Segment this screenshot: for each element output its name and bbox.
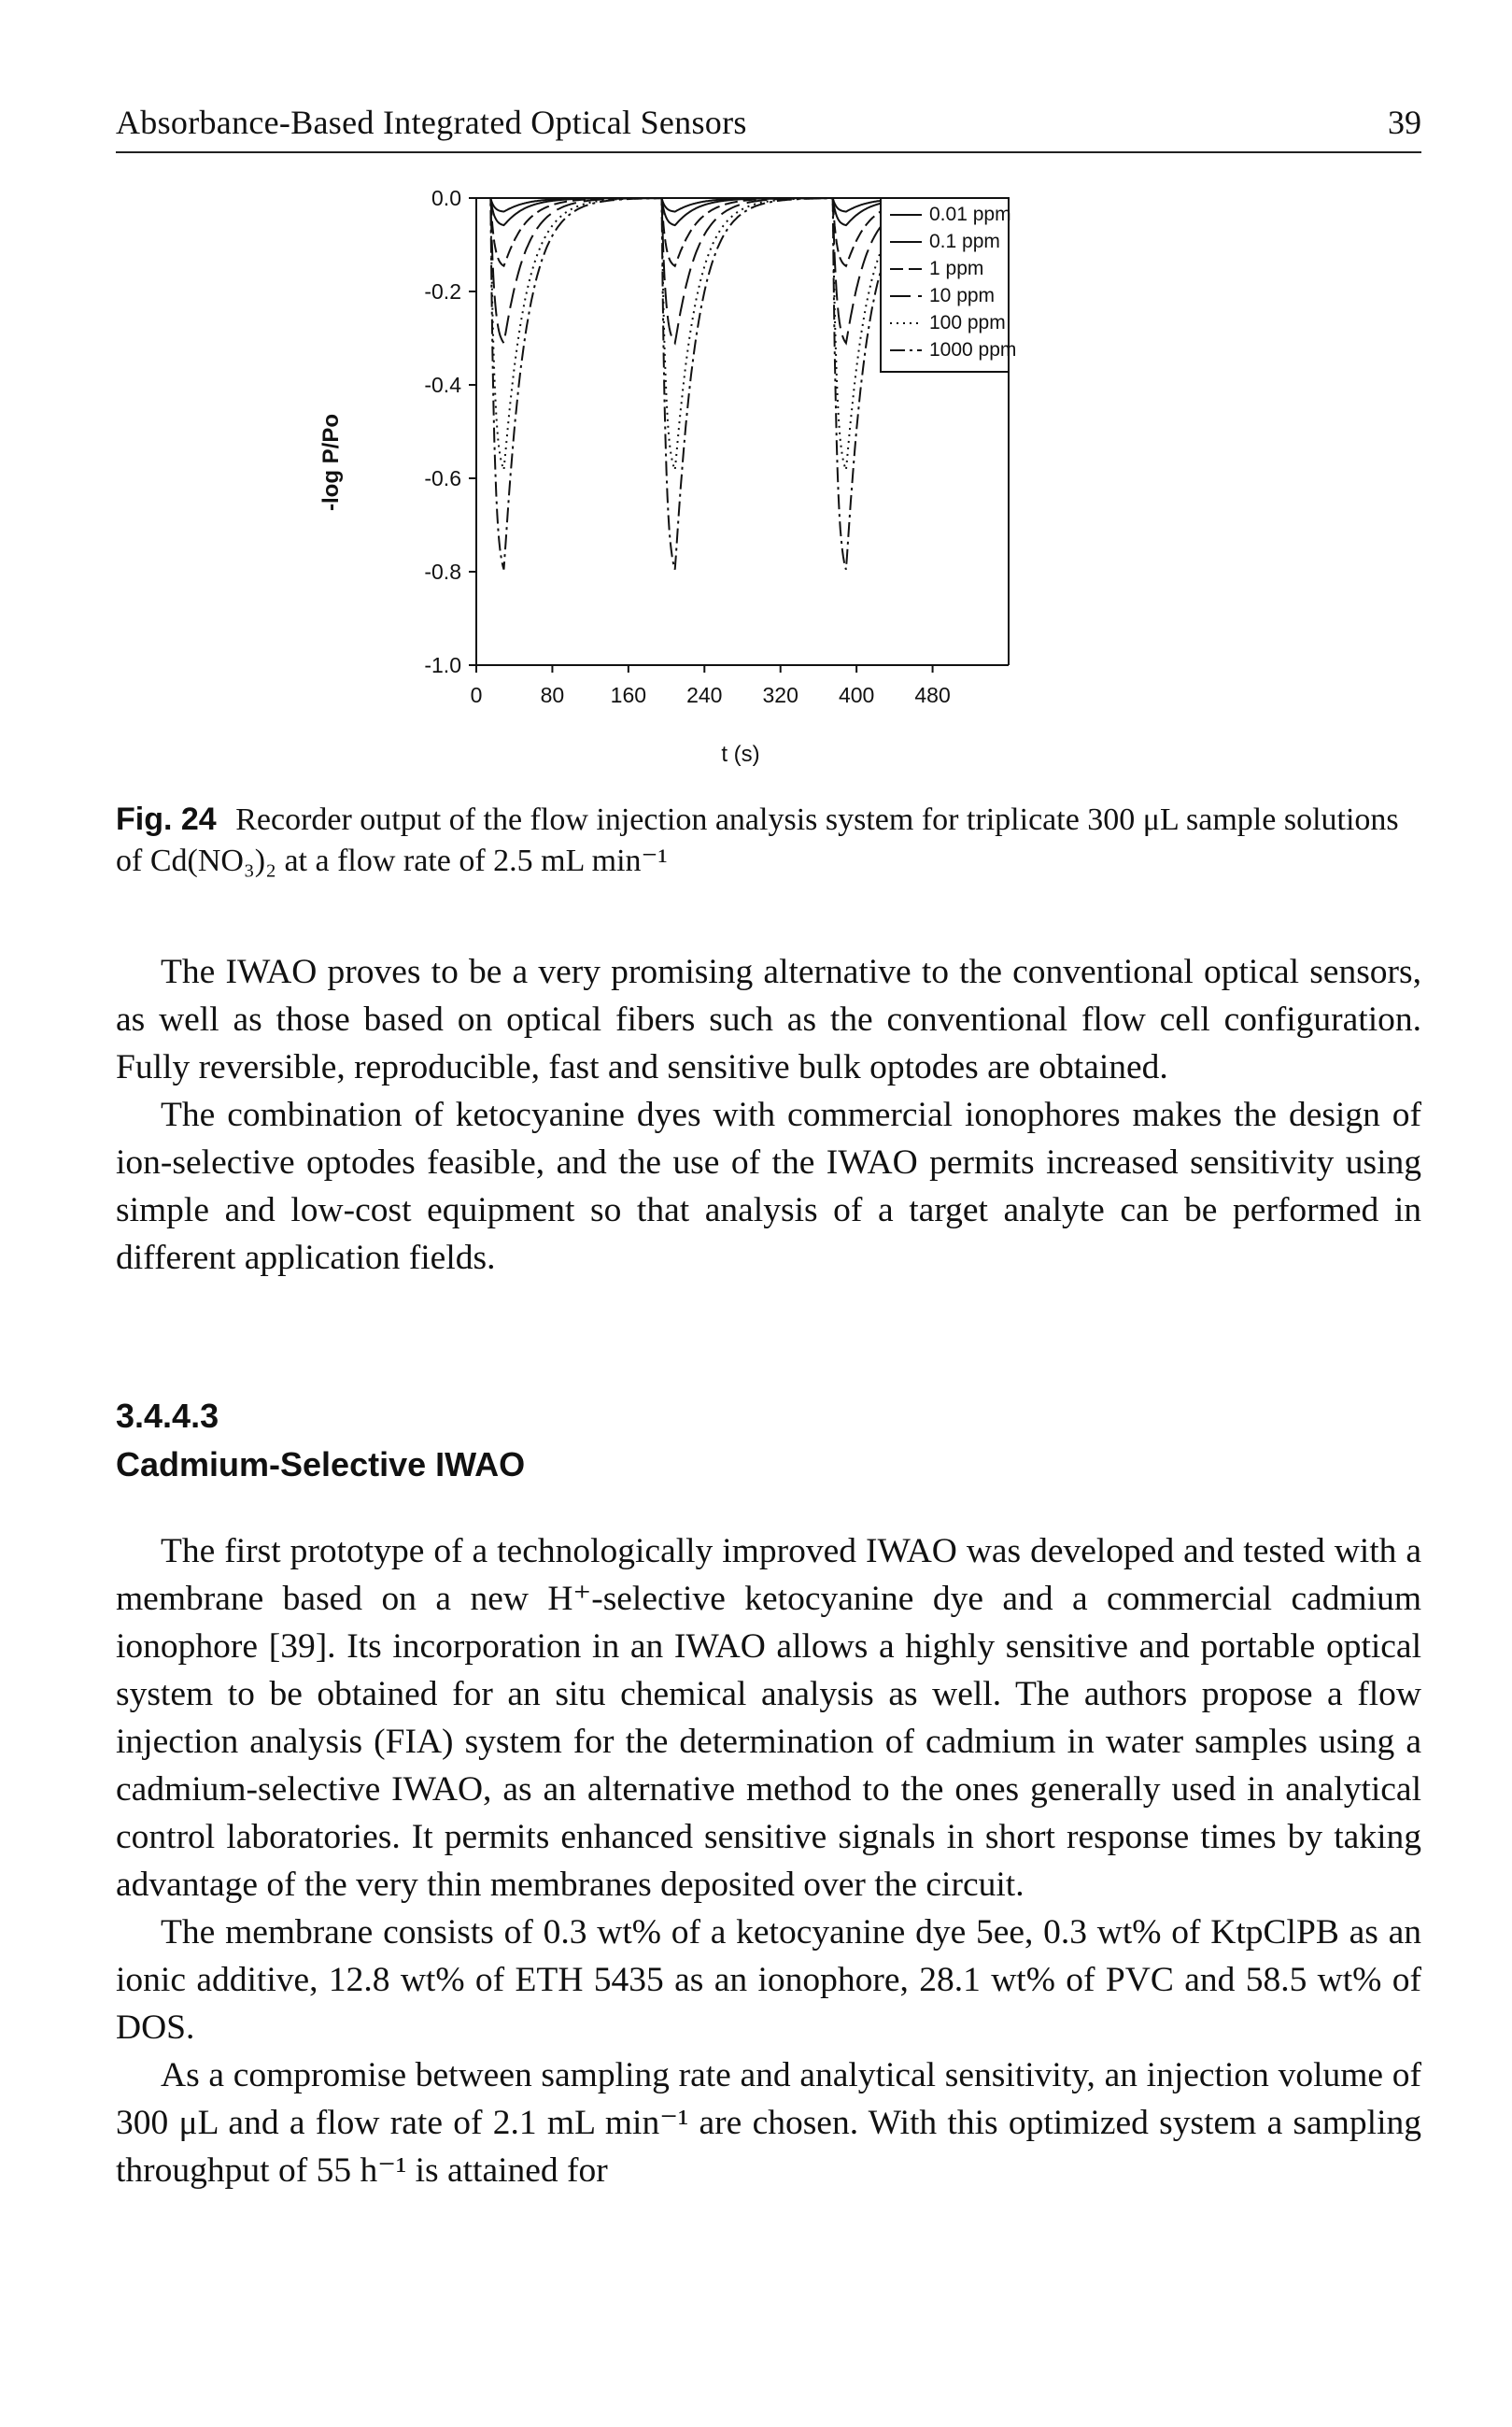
figure-24-chart: 0.0 -0.2 -0.4 -0.6 -0.8 -1.0 0 80 160 240 320 400 4…: [318, 186, 1016, 767]
y-tick-label: -0.6: [424, 466, 461, 490]
paragraph: The first prototype of a technologically…: [116, 1532, 1421, 1904]
x-tick-label: 80: [541, 683, 565, 707]
paragraph: The IWAO proves to be a very promising a…: [116, 953, 1421, 1086]
paragraph: The combination of ketocyanine dyes with…: [116, 1096, 1421, 1277]
y-tick-label: -0.2: [424, 279, 461, 304]
y-tick-label: -0.4: [424, 373, 461, 397]
y-tick-label: 0.0: [431, 186, 461, 210]
legend-label: 0.1 ppm: [929, 231, 1000, 252]
chart-legend: 0.01 ppm 0.1 ppm 1 ppm 10 ppm 100 ppm 1000 pp…: [880, 197, 1016, 373]
legend-label: 1000 ppm: [929, 339, 1016, 361]
legend-box: [880, 197, 1010, 373]
x-tick-label: 480: [914, 683, 950, 707]
x-tick-label: 240: [686, 683, 722, 707]
running-head-title: Absorbance-Based Integrated Optical Sens…: [116, 104, 747, 141]
figure-caption: Fig. 24 Recorder output of the flow inje…: [116, 799, 1421, 882]
section-heading: 3.4.4.3 Cadmium-Selective IWAO: [116, 1392, 525, 1489]
legend-label: 10 ppm: [929, 285, 995, 306]
y-axis-ticks: 0.0 -0.2 -0.4 -0.6 -0.8 -1.0: [424, 186, 476, 677]
legend-label: 0.01 ppm: [929, 204, 1011, 225]
figure-label: Fig. 24: [116, 802, 217, 837]
section-title: Cadmium-Selective IWAO: [116, 1445, 526, 1483]
section-number: 3.4.4.3: [116, 1397, 219, 1435]
paragraph: The membrane consists of 0.3 wt% of a ke…: [116, 1913, 1421, 2047]
running-head: Absorbance-Based Integrated Optical Sens…: [116, 101, 1421, 153]
body-text-bottom: The first prototype of a technologically…: [116, 1527, 1421, 2194]
y-axis-label: -log P/Po: [318, 414, 344, 511]
paragraph: As a compromise between sampling rate an…: [116, 2056, 1421, 2190]
page-number: 39: [1388, 104, 1421, 141]
x-tick-label: 160: [611, 683, 646, 707]
y-tick-label: -0.8: [424, 560, 461, 584]
x-tick-label: 320: [763, 683, 798, 707]
x-tick-label: 0: [471, 683, 483, 707]
y-tick-label: -1.0: [424, 653, 461, 677]
x-axis-label: t (s): [721, 742, 759, 767]
figure-caption-text: Recorder output of the flow injection an…: [116, 802, 1399, 878]
legend-label: 1 ppm: [929, 258, 983, 279]
body-text-top: The IWAO proves to be a very promising a…: [116, 948, 1421, 1282]
x-axis-ticks: 0 80 160 240 320 400 480: [471, 665, 951, 707]
x-tick-label: 400: [839, 683, 874, 707]
legend-label: 100 ppm: [929, 312, 1006, 334]
